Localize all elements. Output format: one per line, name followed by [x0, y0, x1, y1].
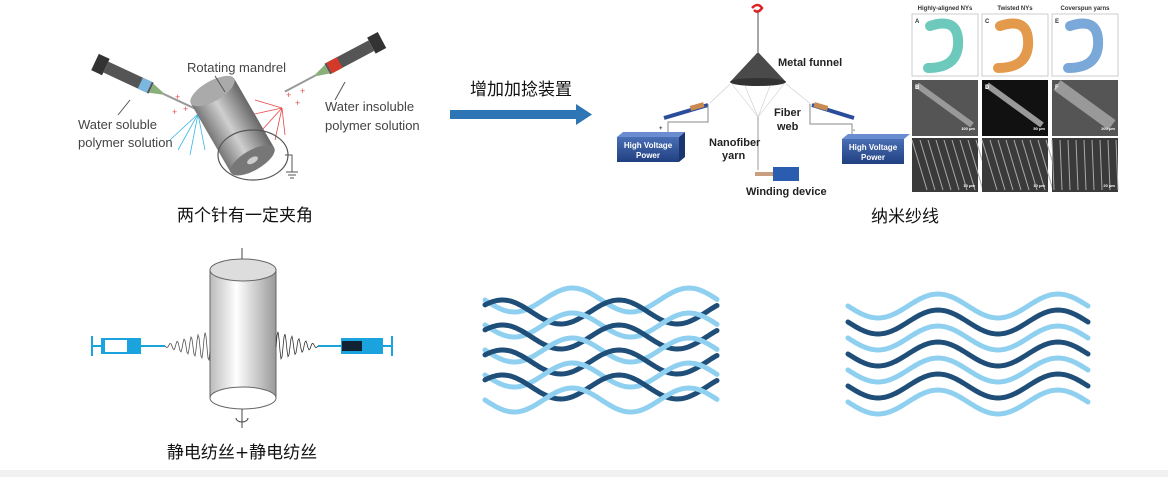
panel-header: Twisted NYs [997, 6, 1033, 12]
rotating-mandrel-icon [190, 75, 298, 181]
scale-bar-label: 10 μm [963, 183, 975, 188]
fiber-jet-left [164, 332, 211, 362]
panel-letter: F [1055, 85, 1059, 91]
mandrel-label: Rotating mandrel [187, 60, 286, 75]
funnel-diagram: + - High Voltage Power High Voltage Powe… [617, 3, 910, 198]
double-electrospinning-diagram: 静电纺丝+静电纺丝 [91, 248, 393, 463]
fiber-wave [482, 372, 720, 402]
svg-text:+: + [295, 98, 300, 108]
svg-text:+: + [172, 107, 177, 117]
rotation-icon [751, 3, 764, 13]
insoluble-label: polymer solution [325, 118, 420, 133]
hv-label: Power [861, 153, 885, 162]
arrow-head-icon [576, 104, 592, 125]
panel-letter: E [1055, 19, 1059, 25]
crossed-waves [482, 285, 720, 415]
caption-nanofiber-yarn: 纳米纱线 [871, 207, 939, 227]
metal-funnel-label: Metal funnel [778, 57, 842, 69]
insoluble-label: Water insoluble [325, 99, 414, 114]
svg-text:+: + [300, 86, 305, 96]
arrow-label: 增加加捻装置 [470, 80, 572, 100]
hv-power-right: High Voltage Power [842, 134, 910, 164]
syringe-left-icon [91, 53, 205, 114]
fiber-wave [482, 385, 720, 415]
scale-bar-label: 100 μm [961, 126, 975, 131]
plus-sign: + [659, 126, 663, 132]
fiber-wave [482, 335, 720, 365]
syringe-left-icon [91, 336, 165, 356]
panel-letter: C [985, 19, 990, 25]
soluble-label: polymer solution [78, 135, 173, 150]
hv-label: High Voltage [624, 141, 673, 150]
panel-letter: B [915, 85, 920, 91]
syringe-right-icon [811, 102, 855, 120]
rotation-icon [235, 417, 249, 423]
syringe-left-icon [663, 102, 709, 120]
fiber-wave [845, 339, 1091, 369]
svg-text:+: + [183, 104, 188, 114]
process-arrow: 增加加捻装置 [450, 80, 592, 125]
scale-bar-label: 10 μm [1033, 183, 1045, 188]
fiber-wave [482, 310, 720, 340]
panel-letter: D [985, 85, 990, 91]
syringe-right-icon [318, 336, 393, 356]
hv-label: High Voltage [849, 143, 898, 152]
fiber-spray-red [249, 99, 286, 141]
arrow-shaft [450, 110, 578, 119]
charges: +++ +++ [172, 86, 305, 117]
nanofiber-yarn-label: Nanofiber [709, 137, 761, 149]
fiber-wave [845, 387, 1091, 417]
svg-text:+: + [175, 92, 180, 102]
minus-sign: - [853, 128, 855, 134]
caption-two-needles: 两个针有一定夹角 [177, 206, 313, 226]
fiber-wave [482, 360, 720, 390]
hv-power-left: High Voltage Power [617, 132, 685, 162]
fiber-wave [845, 323, 1091, 353]
fiber-wave [482, 347, 720, 377]
fiber-wave [845, 307, 1091, 337]
fiber-wave [845, 355, 1091, 385]
fiber-web-label: Fiber [774, 107, 802, 119]
fiber-wave [482, 297, 720, 327]
fiber-jet-right [275, 331, 319, 360]
caption-double-electrospinning: 静电纺丝+静电纺丝 [167, 443, 317, 463]
metal-funnel-icon [730, 52, 786, 82]
fiber-wave [845, 291, 1091, 321]
winding-device-icon [755, 167, 799, 181]
footer-strip [0, 470, 1168, 477]
svg-text:+: + [286, 90, 291, 100]
fiber-wave [482, 322, 720, 352]
scale-bar-label: 20 μm [1103, 183, 1115, 188]
fiber-wave [845, 371, 1091, 401]
fiber-web-label: web [776, 121, 799, 133]
nanofiber-yarn-label: yarn [722, 150, 746, 162]
scale-bar-label: 50 μm [1033, 126, 1045, 131]
winding-device-label: Winding device [746, 186, 827, 198]
panel-letter: A [915, 19, 920, 25]
parallel-waves [845, 291, 1091, 417]
fiber-wave [482, 285, 720, 315]
panel-header: Coverspun yarns [1060, 6, 1110, 12]
panel-header: Highly-aligned NYs [918, 6, 973, 12]
dual-needle-diagram: +++ +++ Rotating mandrel Water soluble p… [78, 32, 420, 226]
scale-bar-label: 200 μm [1101, 126, 1115, 131]
soluble-label: Water soluble [78, 117, 157, 132]
syringe-right-icon [284, 32, 387, 93]
hv-label: Power [636, 151, 660, 160]
